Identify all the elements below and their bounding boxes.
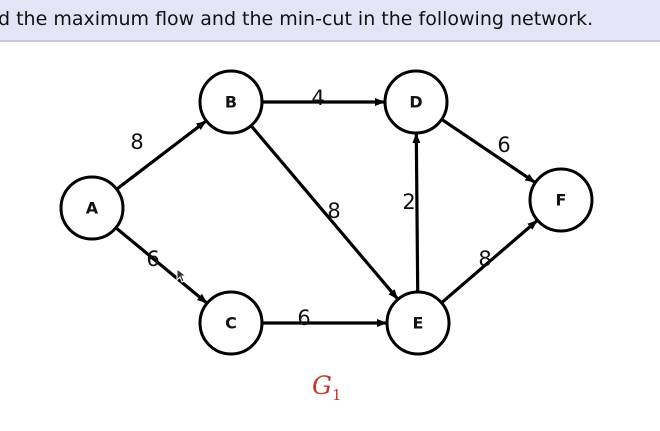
capacity-label-b-e: 8: [327, 199, 340, 223]
node-label-e: E: [413, 314, 424, 333]
node-f: F: [528, 167, 594, 233]
node-circle-e: [385, 290, 451, 356]
capacity-labels-layer: 8 6 4 8 6 2 6 8: [130, 86, 510, 330]
node-c: C: [198, 290, 264, 356]
node-label-a: A: [86, 199, 99, 218]
capacity-label-d-f: 6: [497, 133, 510, 157]
mouse-pointer-icon: [176, 267, 188, 288]
graph-name: G1: [312, 371, 342, 404]
node-label-f: F: [556, 191, 567, 210]
graph-name-letter: G: [312, 371, 332, 400]
node-circle-d: [383, 69, 449, 135]
capacity-label-c-e: 6: [297, 306, 310, 330]
nodes-layer: A B C D E F: [59, 69, 594, 356]
edge-e-d: [412, 132, 421, 293]
edge-a-b: [115, 120, 207, 191]
graph-name-subscript: 1: [331, 386, 342, 404]
edges-layer: [114, 98, 538, 327]
edge-a-c: [114, 226, 208, 304]
node-circle-f: [528, 167, 594, 233]
node-label-c: C: [225, 314, 237, 333]
node-circle-b: [198, 69, 264, 135]
node-label-d: D: [409, 93, 422, 112]
capacity-label-e-d: 2: [402, 190, 415, 214]
node-label-b: B: [225, 93, 237, 112]
capacity-label-a-c: 6: [146, 247, 159, 271]
edge-b-e: [249, 124, 399, 300]
node-d: D: [383, 69, 449, 135]
capacity-label-b-d: 4: [311, 86, 324, 110]
edge-e-f: [440, 219, 538, 304]
question-text: d the maximum flow and the min-cut in th…: [0, 8, 594, 30]
node-circle-a: [59, 175, 125, 241]
node-b: B: [198, 69, 264, 135]
edge-d-f: [440, 118, 536, 184]
capacity-label-e-f: 8: [478, 247, 491, 271]
question-banner: d the maximum flow and the min-cut in th…: [0, 0, 660, 42]
capacity-label-a-b: 8: [130, 130, 143, 154]
node-a: A: [59, 175, 125, 241]
node-e: E: [385, 290, 451, 356]
node-circle-c: [198, 290, 264, 356]
